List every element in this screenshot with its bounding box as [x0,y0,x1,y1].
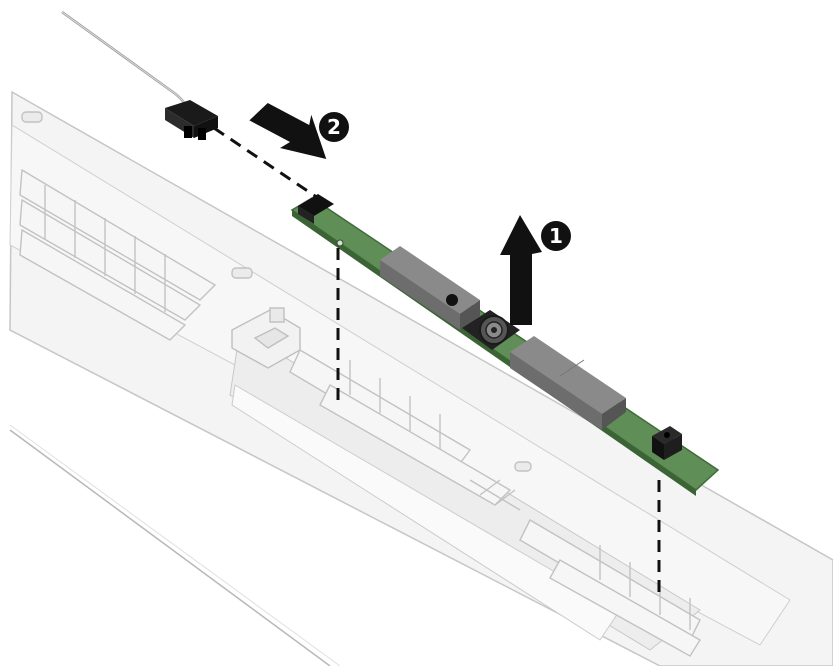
callout-step-2-label: 2 [327,115,341,139]
arrow-icon [249,102,327,160]
bezel-clip-bracket [231,307,301,369]
webcam-module[interactable] [290,194,720,496]
callout-step-1: 1 [541,221,571,251]
camera-cable [61,10,188,107]
callout-step-2: 2 [319,112,349,142]
leader-lines [213,126,661,600]
bezel-rib-grid-right [289,349,701,657]
display-bezel [9,90,833,666]
numbered-circle-icon [319,112,349,142]
cable-connector[interactable] [165,100,218,140]
connector-leader-line [213,126,319,200]
bezel-rib-grid-left [19,111,253,341]
numbered-circle-icon [541,221,571,251]
arrow-icon [500,215,542,325]
callout-step-1-label: 1 [549,224,563,248]
